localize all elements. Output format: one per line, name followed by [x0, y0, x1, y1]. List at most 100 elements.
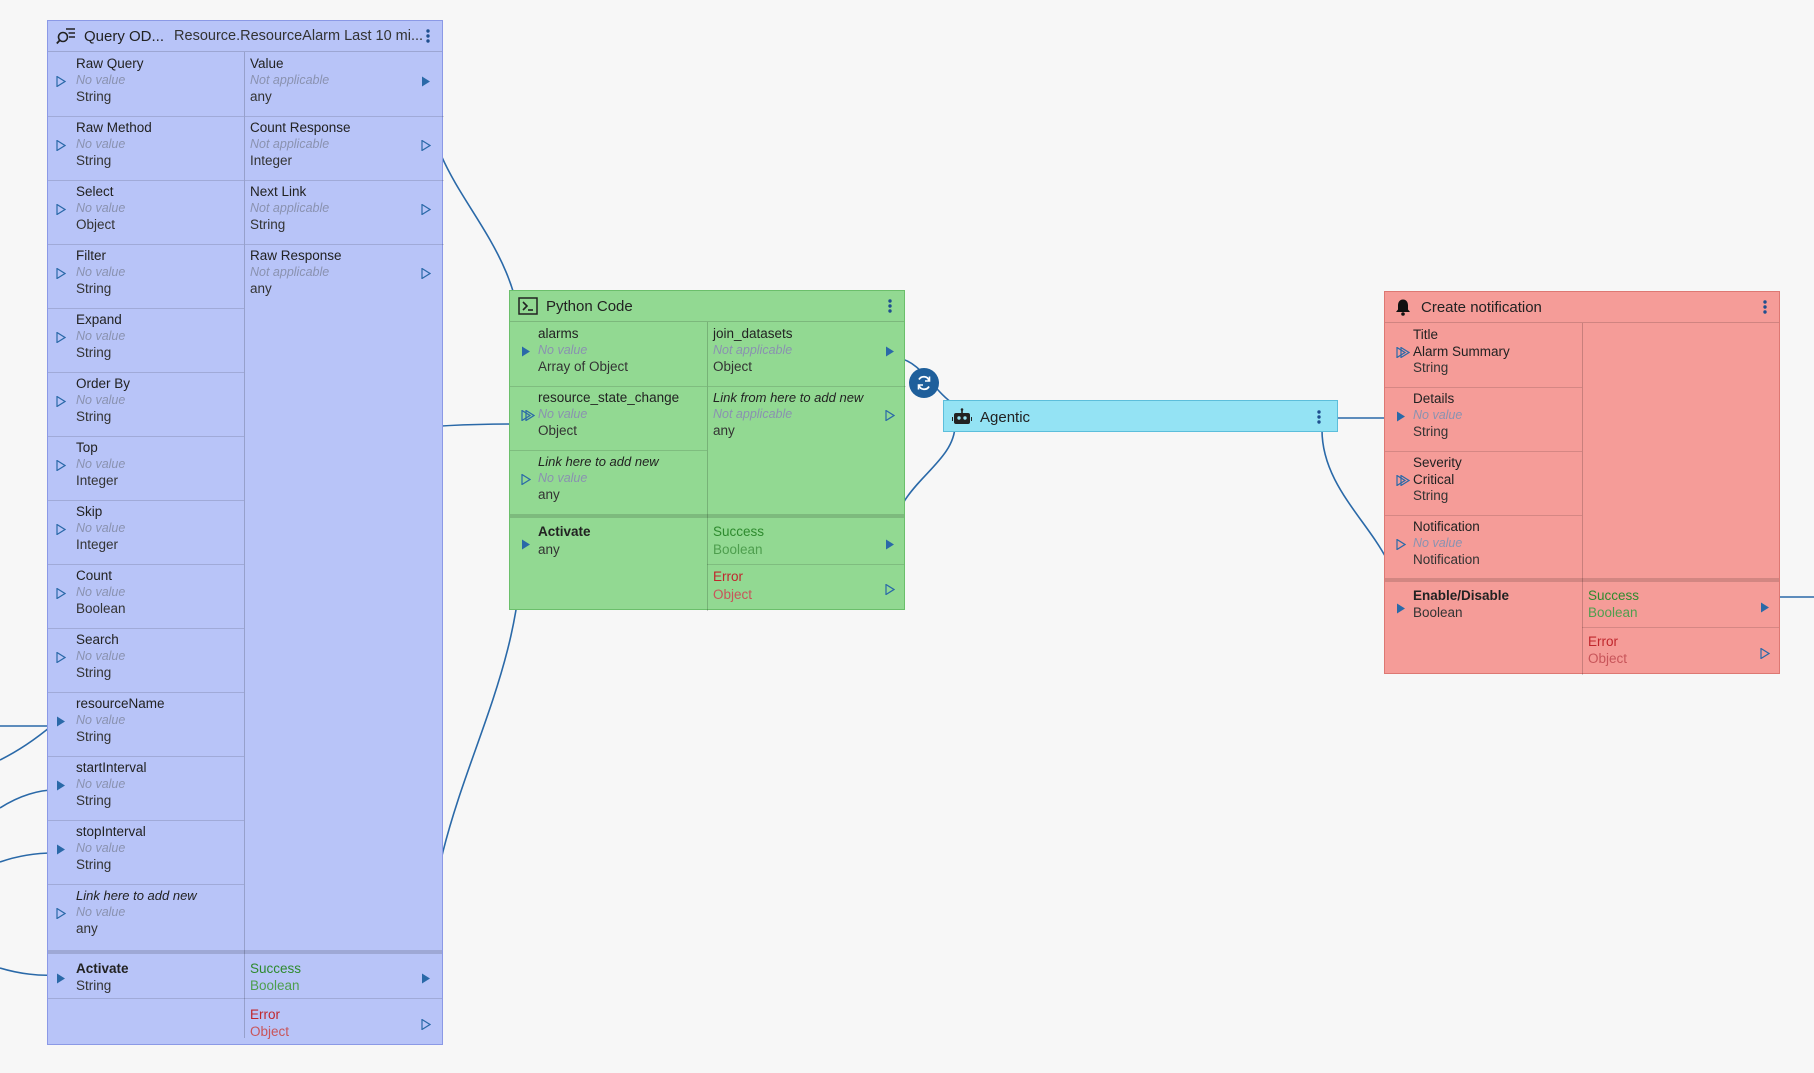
port-value: Not applicable — [250, 201, 330, 215]
agentic-node[interactable]: Agentic — [943, 400, 1338, 432]
port-type: any — [76, 921, 98, 936]
port-value: No value — [76, 201, 126, 215]
port-arrow-icon[interactable] — [56, 138, 67, 152]
port-value: Critical — [1413, 472, 1455, 487]
port-arrow-icon[interactable] — [1396, 537, 1407, 551]
port-arrow-icon[interactable] — [56, 266, 67, 280]
port-label: Raw Method — [76, 120, 152, 135]
port-arrow-icon[interactable] — [1396, 601, 1406, 614]
query-error-type: Object — [250, 1024, 290, 1039]
port-type: String — [76, 729, 112, 744]
query-success-label: Success — [250, 961, 302, 976]
port-label: join_datasets — [713, 326, 793, 341]
query-node-header[interactable]: Query OD... Resource.ResourceAlarm Last … — [48, 21, 442, 52]
port-arrow-icon[interactable] — [885, 408, 896, 422]
query-odata-node[interactable]: Query OD... Resource.ResourceAlarm Last … — [47, 20, 444, 1045]
port-value: No value — [76, 713, 126, 727]
kebab-menu-icon[interactable] — [1313, 407, 1325, 427]
port-type: String — [76, 281, 112, 296]
port-type: Object — [713, 359, 753, 374]
port-arrow-icon[interactable] — [56, 778, 66, 791]
port-value: Not applicable — [250, 137, 330, 151]
port-arrow-icon[interactable] — [521, 344, 531, 357]
port-arrow-icon[interactable] — [1396, 345, 1411, 359]
port-label: resourceName — [76, 696, 165, 711]
port-arrow-icon[interactable] — [56, 842, 66, 855]
port-arrow-icon[interactable] — [56, 202, 67, 216]
query-node-subtitle: Resource.ResourceAlarm Last 10 mi... — [174, 28, 424, 44]
port-arrow-icon[interactable] — [56, 394, 67, 408]
port-arrow-icon[interactable] — [421, 1017, 432, 1031]
port-arrow-icon[interactable] — [521, 537, 531, 550]
agentic-node-header[interactable]: Agentic — [944, 401, 1337, 433]
notification-node-title: Create notification — [1421, 298, 1542, 316]
port-arrow-icon[interactable] — [1760, 600, 1770, 613]
port-arrow-icon[interactable] — [885, 582, 896, 596]
port-type: any — [538, 487, 560, 502]
port-arrow-icon[interactable] — [56, 906, 67, 920]
port-arrow-icon[interactable] — [421, 971, 431, 984]
port-arrow-icon[interactable] — [1396, 473, 1411, 487]
notification-enable-label: Enable/Disable — [1413, 588, 1510, 603]
kebab-menu-icon[interactable] — [884, 296, 896, 316]
port-arrow-icon[interactable] — [421, 138, 432, 152]
port-arrow-icon[interactable] — [56, 522, 67, 536]
port-arrow-icon[interactable] — [56, 458, 67, 472]
notification-node-header[interactable]: Create notification — [1385, 292, 1779, 323]
notification-error-type: Object — [1588, 651, 1628, 666]
port-arrow-icon[interactable] — [56, 650, 67, 664]
port-arrow-icon[interactable] — [421, 202, 432, 216]
refresh-icon[interactable] — [909, 368, 939, 398]
port-value: Not applicable — [713, 343, 793, 357]
port-arrow-icon[interactable] — [56, 330, 67, 344]
port-arrow-icon[interactable] — [421, 74, 431, 87]
kebab-menu-icon[interactable] — [1759, 297, 1771, 317]
port-arrow-icon[interactable] — [1396, 409, 1406, 422]
kebab-menu-icon[interactable] — [422, 26, 434, 46]
python-node-header[interactable]: Python Code — [510, 291, 904, 322]
port-arrow-icon[interactable] — [56, 586, 67, 600]
port-arrow-icon[interactable] — [1760, 646, 1771, 660]
port-arrow-icon[interactable] — [56, 74, 67, 88]
port-arrow-icon[interactable] — [521, 408, 536, 422]
port-arrow-icon[interactable] — [521, 472, 532, 486]
query-activate-label: Activate — [76, 961, 129, 976]
port-label: Notification — [1413, 519, 1480, 534]
port-arrow-icon[interactable] — [885, 344, 895, 357]
port-value: No value — [76, 137, 126, 151]
port-arrow-icon[interactable] — [56, 971, 66, 984]
port-arrow-icon[interactable] — [885, 537, 895, 550]
port-arrow-icon[interactable] — [56, 714, 66, 727]
port-arrow-icon[interactable] — [421, 266, 432, 280]
wire-in-stopinterval — [0, 852, 55, 863]
